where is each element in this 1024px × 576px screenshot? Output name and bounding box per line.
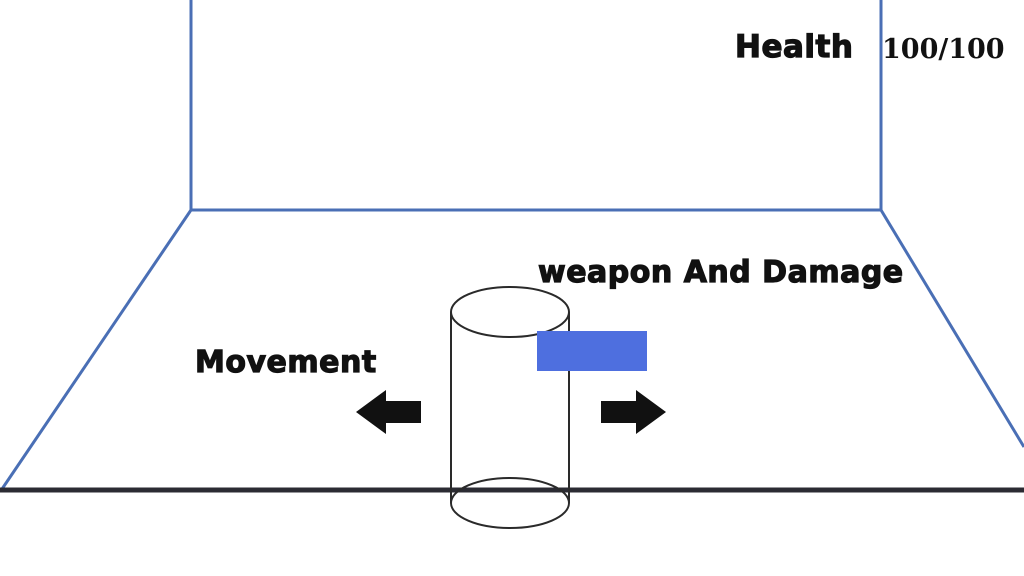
movement-label: Movement [194, 345, 377, 380]
player-cylinder-top [450, 286, 570, 338]
arrow-left-icon[interactable] [356, 390, 421, 434]
room-walls [0, 0, 1024, 490]
weapon-block [537, 331, 647, 371]
arrow-right-icon[interactable] [601, 390, 666, 434]
health-label: Health [734, 29, 854, 65]
weapon-and-damage-label: weapon And Damage [537, 255, 904, 290]
player-cylinder-bottom [450, 477, 570, 529]
health-value: 100/100 [882, 34, 1005, 65]
floor-right-edge [879, 209, 1024, 448]
floor-left-edge [0, 209, 193, 490]
